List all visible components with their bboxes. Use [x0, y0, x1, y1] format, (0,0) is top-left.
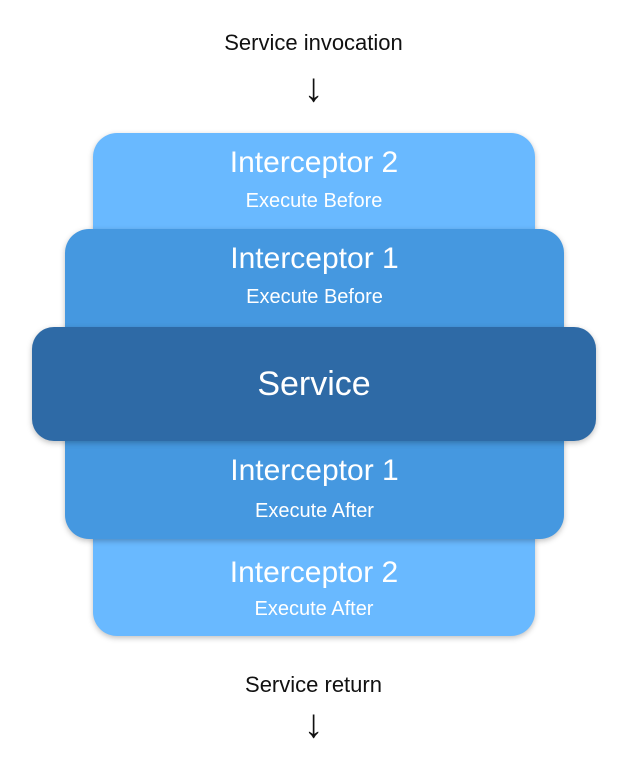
interceptor-1-before-subtitle: Execute Before	[246, 286, 383, 308]
interceptor-2-before-title: Interceptor 2	[229, 146, 399, 179]
interceptor-1-after-subtitle: Execute After	[255, 500, 374, 522]
service-return-label: Service return	[245, 672, 382, 697]
interceptor-1-before-title: Interceptor 1	[230, 242, 399, 275]
invocation-arrow-icon: ↓	[303, 66, 324, 110]
interceptor-2-before-subtitle: Execute Before	[245, 190, 383, 212]
service-layer: Service	[32, 327, 596, 441]
interceptor-1-after-title: Interceptor 1	[230, 454, 399, 487]
service-label: Service	[257, 365, 371, 403]
interceptor-2-after-title: Interceptor 2	[229, 556, 399, 589]
interceptor-2-after-subtitle: Execute After	[254, 598, 374, 620]
return-arrow-icon: ↓	[303, 702, 324, 746]
service-invocation-label: Service invocation	[224, 30, 403, 55]
